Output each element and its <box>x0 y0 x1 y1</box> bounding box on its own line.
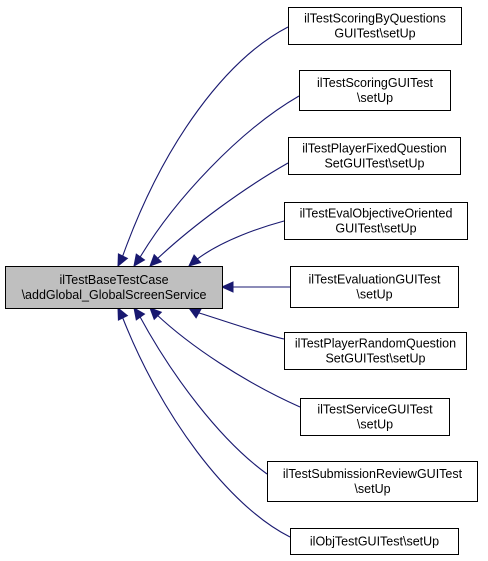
derived-node-8[interactable]: ilObjTestGUITest\setUp <box>290 528 459 555</box>
node-label-line: GUITest\setUp <box>334 27 415 41</box>
node-box <box>300 398 450 436</box>
derived-node-2[interactable]: ilTestPlayerFixedQuestionSetGUITest\setU… <box>288 137 461 175</box>
inheritance-edge-n8 <box>117 306 291 538</box>
derived-node-4[interactable]: ilTestEvaluationGUITest\setUp <box>290 266 459 308</box>
node-label-line: GUITest\setUp <box>335 222 416 236</box>
arrowhead-icon <box>117 253 129 268</box>
edge-line <box>121 26 289 259</box>
arrowhead-icon <box>220 281 234 293</box>
inheritance-edge-n1 <box>133 95 300 267</box>
node-box <box>267 461 478 502</box>
node-label-line: ilTestPlayerRandomQuestion <box>295 337 456 351</box>
derived-node-7[interactable]: ilTestSubmissionReviewGUITest\setUp <box>267 461 478 502</box>
node-box <box>5 266 223 309</box>
node-label-line: \setUp <box>357 91 393 105</box>
arrowhead-icon <box>149 253 163 267</box>
node-box <box>284 202 468 240</box>
node-label-line: ilTestServiceGUITest <box>317 403 433 417</box>
base-class-node[interactable]: ilTestBaseTestCase\addGlobal_GlobalScree… <box>5 266 223 309</box>
node-label-line: SetGUITest\setUp <box>325 352 425 366</box>
nodes-layer: ilTestBaseTestCase\addGlobal_GlobalScree… <box>5 7 478 555</box>
node-box <box>299 70 451 111</box>
node-label-line: SetGUITest\setUp <box>324 157 424 171</box>
node-label-line: \setUp <box>356 288 392 302</box>
arrowhead-icon <box>133 253 146 267</box>
node-box <box>290 266 459 308</box>
derived-node-6[interactable]: ilTestServiceGUITest\setUp <box>300 398 450 436</box>
node-label-line: ilTestScoringByQuestions <box>304 12 446 26</box>
inheritance-edge-n0 <box>117 26 289 268</box>
node-label-line: \setUp <box>354 482 390 496</box>
node-label-line: \setUp <box>357 418 393 432</box>
edge-line <box>138 314 268 475</box>
arrowhead-icon <box>133 307 146 321</box>
derived-node-5[interactable]: ilTestPlayerRandomQuestionSetGUITest\set… <box>284 332 467 370</box>
node-label-line: \addGlobal_GlobalScreenService <box>22 288 207 302</box>
node-box <box>290 528 459 555</box>
arrowhead-icon <box>149 307 163 321</box>
arrowhead-icon <box>117 306 129 321</box>
node-box <box>288 137 461 175</box>
edge-line <box>195 311 285 340</box>
node-box <box>284 332 467 370</box>
node-label-line: ilObjTestGUITest\setUp <box>310 535 439 549</box>
node-label-line: ilTestSubmissionReviewGUITest <box>283 467 463 481</box>
inheritance-edge-n4 <box>220 281 290 293</box>
node-label-line: ilTestEvaluationGUITest <box>308 273 441 287</box>
node-label-line: ilTestBaseTestCase <box>59 273 168 287</box>
edge-line <box>195 220 285 261</box>
node-label-line: ilTestEvalObjectiveOriented <box>300 207 453 221</box>
edge-line <box>121 315 291 538</box>
inheritance-edge-n7 <box>133 307 268 475</box>
inheritance-edge-n3 <box>188 220 285 267</box>
node-label-line: ilTestPlayerFixedQuestion <box>302 142 447 156</box>
inheritance-edge-n2 <box>149 162 289 267</box>
edge-line <box>138 95 300 260</box>
edge-line <box>155 313 301 408</box>
arrowhead-icon <box>188 254 202 267</box>
inheritance-edge-n6 <box>149 307 301 408</box>
node-label-line: ilTestScoringGUITest <box>317 76 434 90</box>
edge-line <box>155 162 289 261</box>
node-box <box>288 7 462 45</box>
inheritance-edge-n5 <box>187 307 285 340</box>
arrowhead-icon <box>187 307 202 319</box>
derived-node-1[interactable]: ilTestScoringGUITest\setUp <box>299 70 451 111</box>
